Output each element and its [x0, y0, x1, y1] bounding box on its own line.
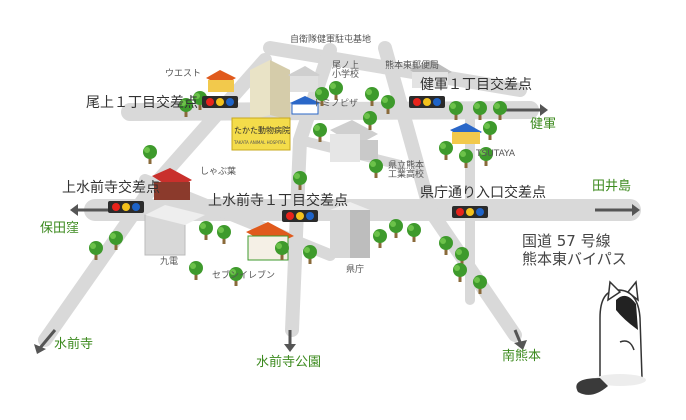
label-jieitai: 自衛隊健軍駐屯基地 — [290, 35, 372, 45]
label-onoue1-cross: 尾上１丁目交差点 — [86, 95, 198, 111]
hospital-sign-sub: TAKATA ANIMAL HOSPITAL — [233, 140, 287, 145]
buildings: たかた動物病院 TAKATA ANIMAL HOSPITAL — [144, 60, 482, 261]
label-kyuden: 九電 — [160, 257, 179, 267]
label-post-office: 熊本東郵便局 — [385, 61, 440, 71]
label-kamimizu1-cross: 上水前寺１丁目交差点 — [208, 193, 348, 209]
label-shabuyo: しゃぶ葉 — [200, 167, 237, 177]
hospital-sign-text: たかた動物病院 — [234, 125, 290, 135]
label-kamimizu-cross: 上水前寺交差点 — [62, 180, 160, 196]
label-kencho-iriguchi: 県庁通り入口交差点 — [420, 185, 546, 201]
label-kencho: 県庁 — [346, 265, 365, 275]
label-seven: セブンイレブン — [212, 271, 276, 281]
label-wendy: ウエスト — [165, 69, 202, 79]
label-route57: 国道 57 号線 — [522, 232, 611, 250]
label-taiijima: 田井島 — [592, 179, 632, 194]
label-minami-kumamoto: 南熊本 — [502, 349, 542, 364]
label-onoue-school: 尾ノ上 小学校 — [332, 61, 360, 80]
label-tomino-pizza: トミノピザ — [313, 99, 359, 109]
hospital-building: たかた動物病院 TAKATA ANIMAL HOSPITAL — [231, 60, 291, 151]
cat-illustration — [576, 280, 646, 395]
label-hotakubo: 保田窪 — [40, 221, 80, 236]
label-suizenji: 水前寺 — [54, 337, 94, 352]
label-tsutaya: TSUTAYA — [476, 149, 516, 159]
label-bypass: 熊本東バイパス — [522, 250, 627, 268]
label-kengun: 健軍 — [530, 117, 557, 132]
label-kenritsu-hs: 県立熊本 工業高校 — [388, 161, 425, 180]
label-kengun1-cross: 健軍１丁目交差点 — [420, 77, 532, 93]
label-suizenji-park: 水前寺公園 — [256, 355, 322, 370]
road-kengun — [121, 101, 539, 121]
direction-arrows — [34, 104, 640, 354]
